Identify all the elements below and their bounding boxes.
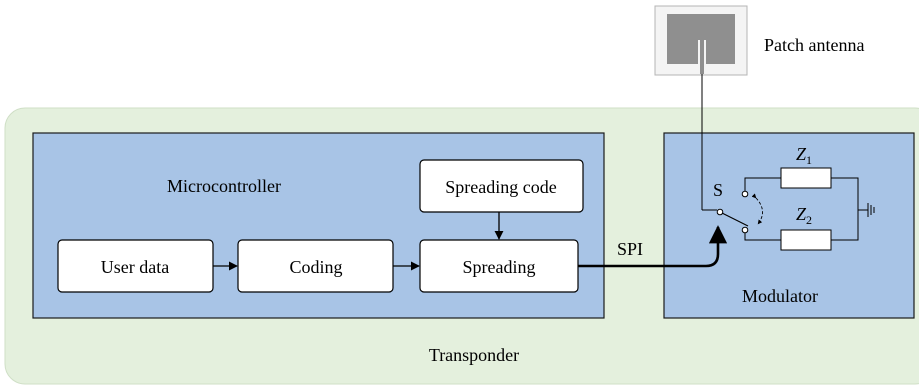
z2-impedance <box>780 229 832 251</box>
z1-label: Z1 <box>796 144 812 167</box>
z1-wire <box>744 177 859 241</box>
spreading-code-label: Spreading code <box>445 177 556 197</box>
switch-label: S <box>713 180 723 200</box>
spi-link <box>578 225 728 268</box>
switch-blade <box>721 212 749 227</box>
ground-icon <box>858 203 875 217</box>
transponder-label: Transponder <box>429 345 519 365</box>
spi-label: SPI <box>617 239 643 259</box>
user-data-label: User data <box>101 257 169 277</box>
z2-label: Z2 <box>796 204 812 227</box>
spreading-label: Spreading <box>463 257 536 277</box>
switch-contact-1 <box>741 190 749 198</box>
z1-impedance <box>780 167 832 189</box>
switch-pivot <box>716 208 724 216</box>
microcontroller-label: Microcontroller <box>167 176 281 196</box>
modulator-label: Modulator <box>742 286 818 306</box>
modulator-block <box>663 132 915 319</box>
patch-antenna-label: Patch antenna <box>764 35 864 55</box>
switch-toggle-indicator <box>751 193 763 225</box>
coding-label: Coding <box>289 257 342 277</box>
switch-contact-2 <box>741 226 749 234</box>
spreading-code-box <box>419 159 584 213</box>
antenna-feed-line <box>700 40 704 74</box>
